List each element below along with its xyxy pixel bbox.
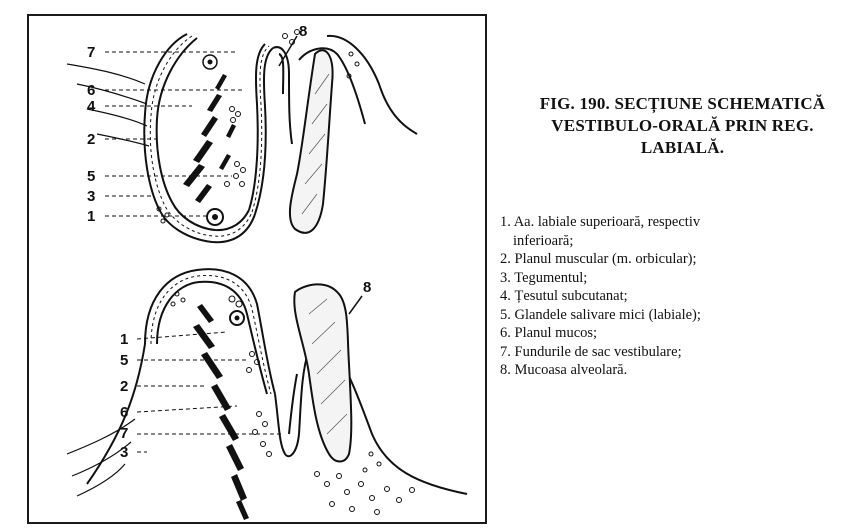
label-upper-8: 8 [299,23,307,40]
legend-item-5: 5. Glandele salivare mici (labiale); [500,306,855,325]
legend-item-2: 2. Planul muscular (m. orbicular); [500,250,855,269]
label-upper-7: 7 [87,44,95,61]
caption-line-2: VESTIBULO-ORALĂ PRIN REG. [510,115,855,137]
lower-lip [87,269,467,494]
label-8-leader-lower [349,296,362,314]
label-lower-7: 7 [120,425,128,442]
caption-line-3: LABIALĂ. [510,137,855,159]
label-upper-1: 1 [87,208,95,225]
figure-legend: 1. Aa. labiale superioară, respectiv inf… [500,213,855,380]
lower-muscle-fibers [193,304,249,520]
label-lower-8: 8 [363,279,371,296]
legend-item-7: 7. Fundurile de sac vestibulare; [500,343,855,362]
upper-lip [144,34,417,242]
label-lower-3: 3 [120,444,128,461]
figure-caption: FIG. 190. SECȚIUNE SCHEMATICĂ VESTIBULO-… [510,93,855,159]
label-upper-2: 2 [87,131,95,148]
label-upper-6: 6 [87,82,95,99]
upper-skin-lines [67,64,149,146]
legend-item-3: 3. Tegumentul; [500,269,855,288]
label-upper-4: 4 [87,98,96,115]
label-lower-5: 5 [120,352,128,369]
legend-item-4: 4. Țesutul subcutanat; [500,287,855,306]
label-lower-2: 2 [120,378,128,395]
legend-item-8: 8. Mucoasa alveolară. [500,361,855,380]
legend-item-1: 1. Aa. labiale superioară, respectiv [500,213,855,232]
label-leaders [105,52,282,452]
caption-line-1: FIG. 190. SECȚIUNE SCHEMATICĂ [510,93,855,115]
label-lower-1: 1 [120,331,128,348]
lower-artery [230,311,244,325]
legend-item-1-cont: inferioară; [500,232,855,251]
label-upper-3: 3 [87,188,95,205]
labial-section-diagram: 7 6 4 2 5 3 1 1 5 2 6 7 3 8 8 [27,14,485,522]
upper-muscle-fibers [183,74,236,203]
label-upper-5: 5 [87,168,95,185]
label-lower-6: 6 [120,404,128,421]
frame-divider [485,14,487,524]
legend-item-6: 6. Planul mucos; [500,324,855,343]
